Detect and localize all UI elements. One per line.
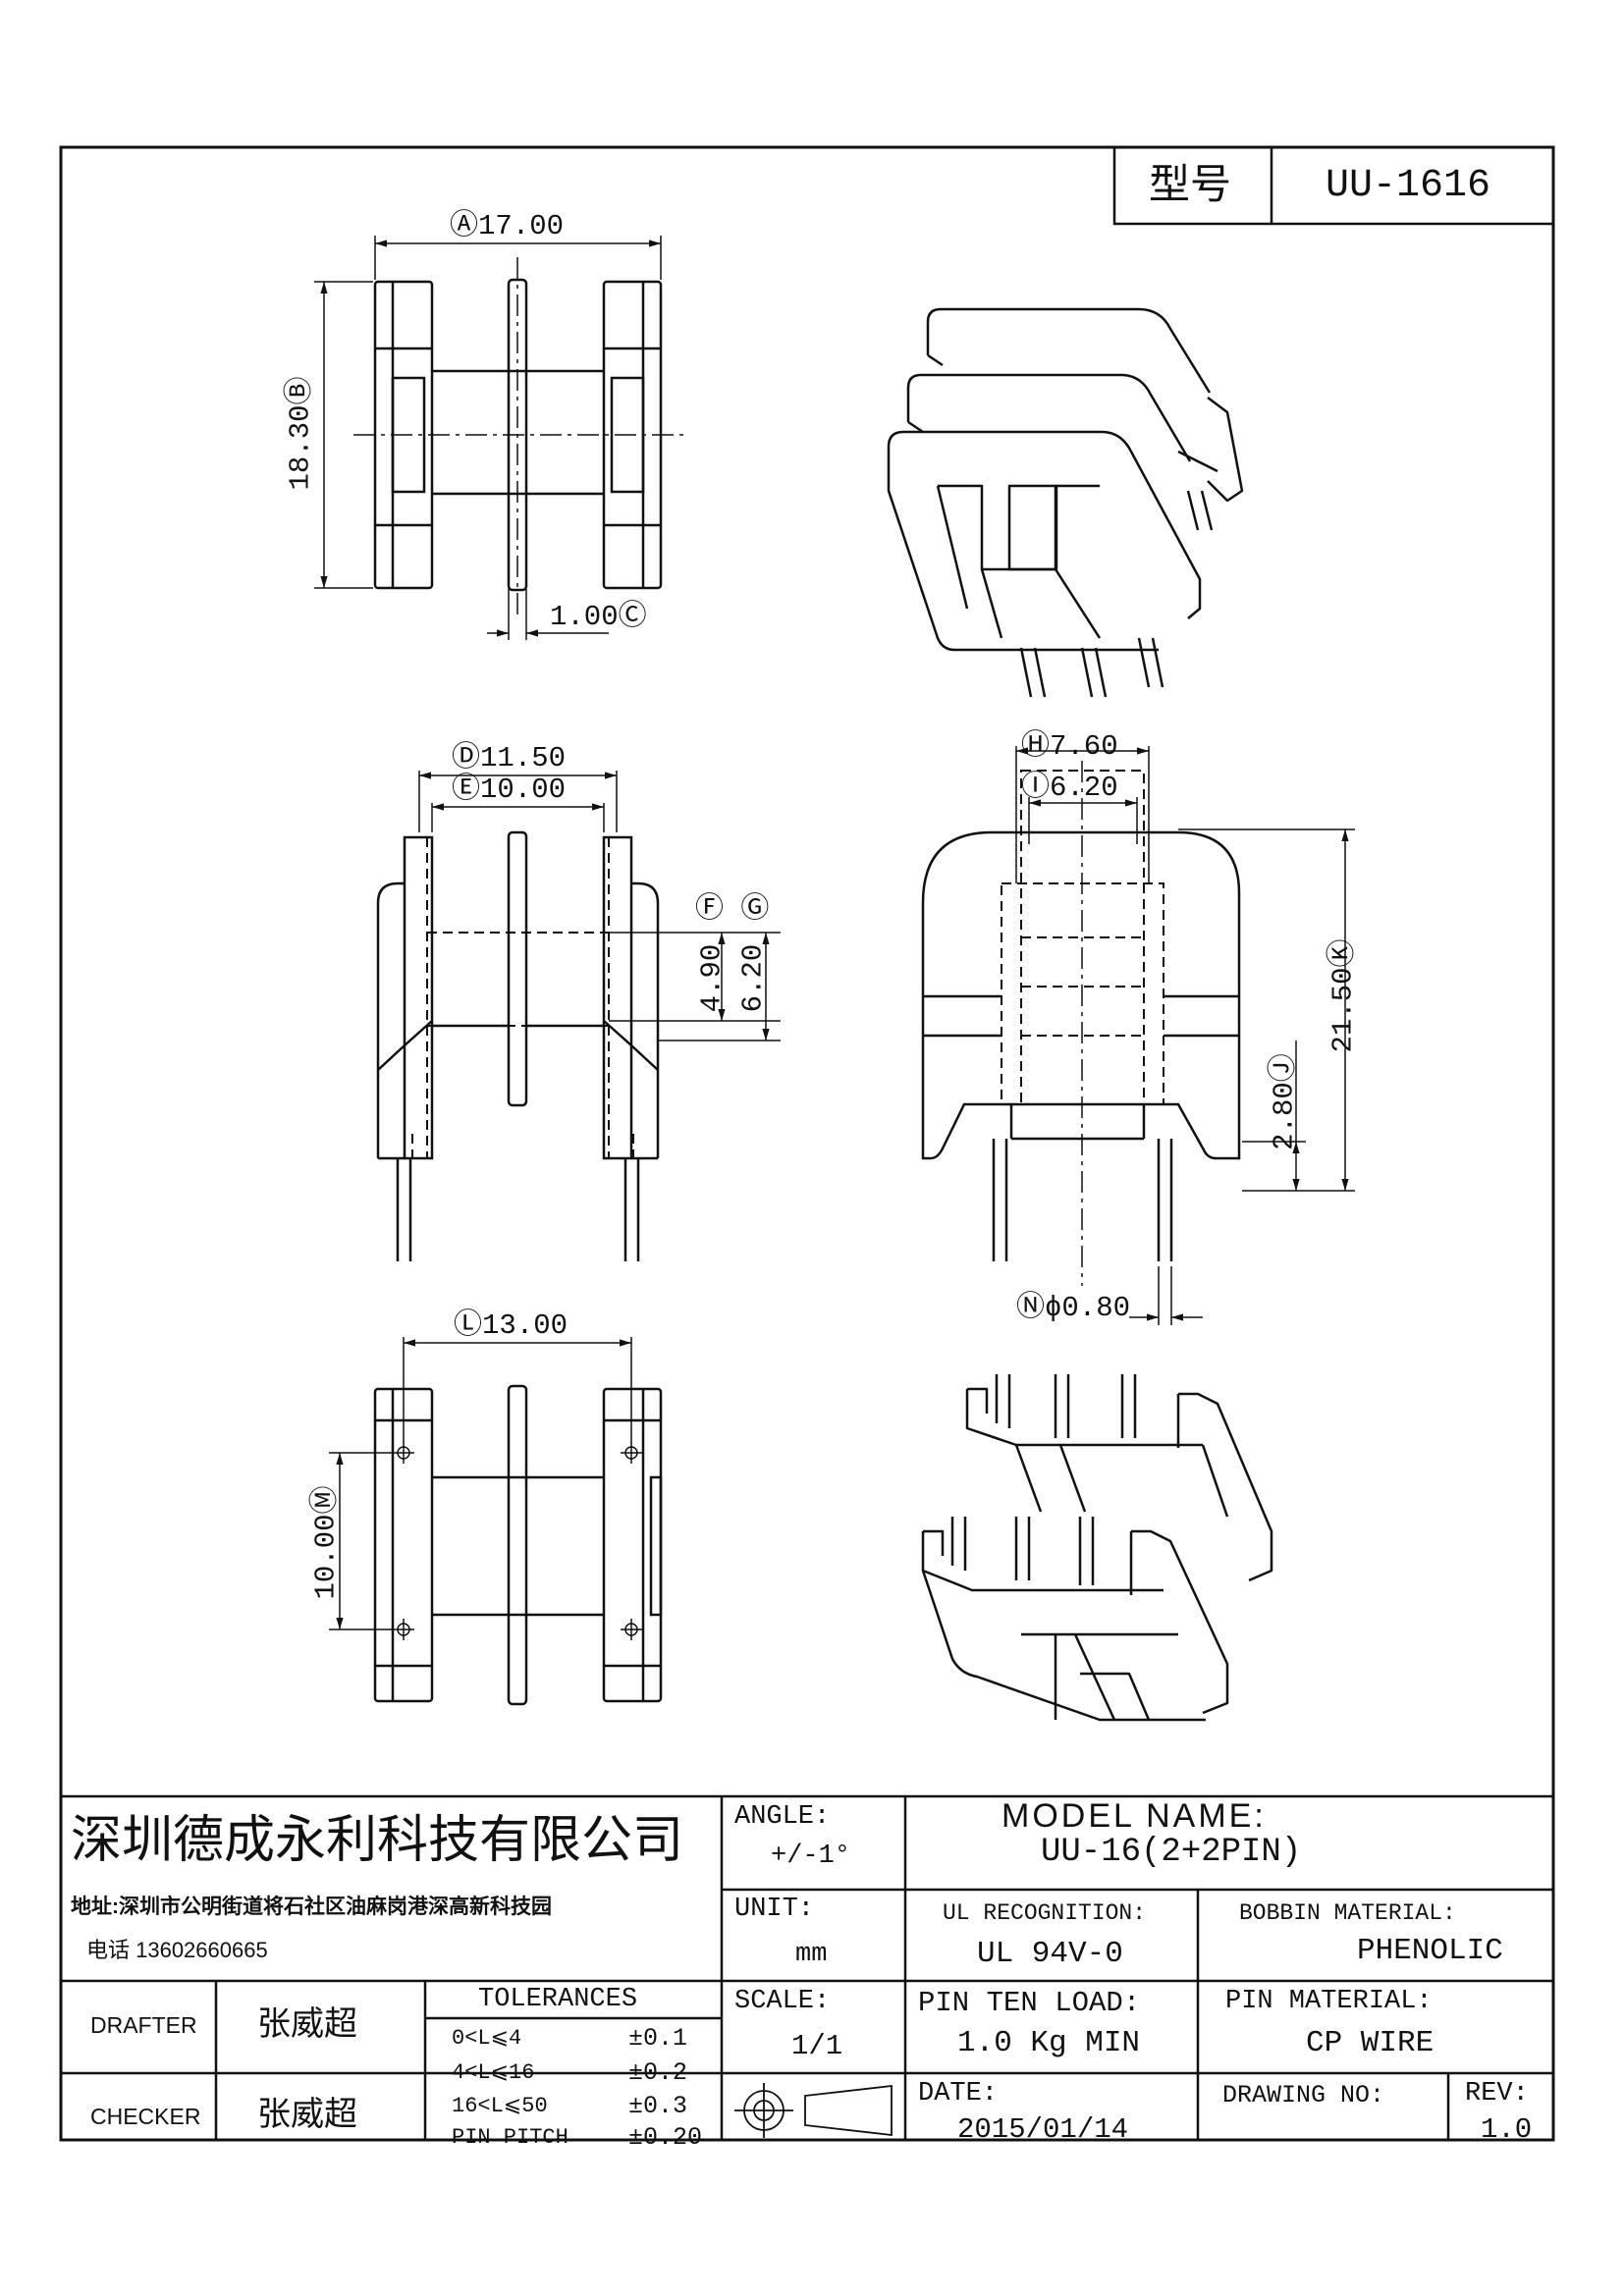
iso-view-top xyxy=(887,307,1244,698)
dim-a-label: Ⓐ17.00 xyxy=(450,210,565,242)
dim-d-label: Ⓓ11.50 xyxy=(452,742,567,774)
checker-name: 张威超 xyxy=(257,2097,357,2133)
ul-value: UL 94V-0 xyxy=(977,1937,1123,1971)
dim-c-label: 1.00Ⓒ xyxy=(550,601,647,633)
model-name-label: MODEL NAME: xyxy=(1001,1797,1267,1835)
dim-g-label: 6.20 xyxy=(736,943,770,1013)
iso-view-bottom xyxy=(921,1374,1273,1722)
company-name: 深圳德成永利科技有限公司 xyxy=(71,1813,684,1869)
date-label: DATE: xyxy=(918,2079,999,2109)
sheet-border xyxy=(59,145,1555,2142)
dim-m-label: 10.00Ⓜ xyxy=(309,1485,343,1600)
side-view xyxy=(921,830,1241,1261)
dim-i xyxy=(1028,797,1138,844)
dim-l-label: Ⓛ13.00 xyxy=(454,1309,568,1342)
dim-a xyxy=(374,236,662,280)
dim-b-label: 18.30Ⓑ xyxy=(284,376,317,491)
model-value: UU-1616 xyxy=(1326,164,1491,208)
tolerance-range-1: 0<L⩽4 xyxy=(452,2026,522,2051)
date-value: 2015/01/14 xyxy=(957,2113,1129,2146)
dim-e-label: Ⓔ10.00 xyxy=(452,774,567,806)
bobbin-value: PHENOLIC xyxy=(1357,1934,1503,1968)
drafter-name: 张威超 xyxy=(257,2006,357,2043)
projection-symbol xyxy=(734,2083,893,2138)
tolerance-value-4: ±0.20 xyxy=(628,2123,703,2152)
dim-h xyxy=(1015,746,1150,883)
dim-f-label: 4.90 xyxy=(695,943,729,1013)
tolerance-value-2: ±0.2 xyxy=(628,2058,688,2087)
dim-h-label: Ⓗ7.60 xyxy=(1021,730,1118,763)
dim-c xyxy=(487,589,609,640)
tolerance-value-1: ±0.1 xyxy=(628,2024,688,2053)
dim-n xyxy=(1129,1266,1203,1325)
front-view xyxy=(376,830,660,1261)
model-label: 型号 xyxy=(1149,163,1232,208)
pin-load-value: 1.0 Kg MIN xyxy=(957,2026,1141,2060)
unit-label: UNIT: xyxy=(734,1895,815,1924)
angle-label: ANGLE: xyxy=(734,1802,831,1832)
dim-k xyxy=(1178,828,1355,1192)
bottom-view xyxy=(373,1384,663,1706)
scale-label: SCALE: xyxy=(734,1987,831,2016)
dim-e xyxy=(431,803,605,832)
unit-value: mm xyxy=(795,1940,828,1969)
drafter-label: DRAFTER xyxy=(90,2012,197,2038)
title-block-grid xyxy=(61,1794,1553,2140)
model-header-box xyxy=(1112,145,1555,226)
tolerance-range-2: 4<L⩽16 xyxy=(452,2060,535,2085)
model-name-value: UU-16(2+2PIN) xyxy=(1041,1834,1302,1871)
tolerance-value-3: ±0.3 xyxy=(628,2092,688,2120)
dim-j-label: 2.80Ⓙ xyxy=(1268,1053,1301,1150)
front-view-hidden xyxy=(411,837,634,1158)
tolerance-range-3: 16<L⩽50 xyxy=(452,2094,548,2118)
dim-n-label: Ⓝϕ0.80 xyxy=(1016,1292,1131,1324)
dim-i-label: Ⓘ6.20 xyxy=(1021,772,1118,804)
bottom-view-pins xyxy=(393,1442,642,1640)
dim-d xyxy=(418,771,618,832)
dim-l xyxy=(403,1337,632,1443)
rev-value: 1.0 xyxy=(1481,2113,1533,2146)
checker-label: CHECKER xyxy=(90,2104,201,2129)
pin-material-value: CP WIRE xyxy=(1306,2026,1435,2060)
company-phone: 电话 13602660665 xyxy=(86,1938,268,1962)
dim-f-g xyxy=(609,932,781,1041)
dim-k-label: 21.50Ⓚ xyxy=(1326,938,1360,1053)
tolerances-label: TOLERANCES xyxy=(478,1985,638,2014)
rev-label: REV: xyxy=(1465,2079,1529,2109)
dim-b xyxy=(314,281,373,589)
dim-j xyxy=(1242,1041,1306,1191)
bobbin-label: BOBBIN MATERIAL: xyxy=(1239,1900,1456,1926)
scale-value: 1/1 xyxy=(791,2030,843,2062)
tolerance-range-4: PIN PITCH xyxy=(452,2125,568,2150)
pin-material-label: PIN MATERIAL: xyxy=(1225,1987,1433,2016)
dim-m xyxy=(329,1452,393,1630)
pin-load-label: PIN TEN LOAD: xyxy=(918,1987,1141,2019)
angle-value: +/-1° xyxy=(771,1842,851,1871)
drawing-no-label: DRAWING NO: xyxy=(1222,2081,1385,2109)
company-address: 地址:深圳市公明街道将石社区油麻岗港深高新科技园 xyxy=(71,1896,552,1918)
ul-label: UL RECOGNITION: xyxy=(943,1900,1147,1926)
dim-fg-label: Ⓕ Ⓖ xyxy=(695,893,770,926)
